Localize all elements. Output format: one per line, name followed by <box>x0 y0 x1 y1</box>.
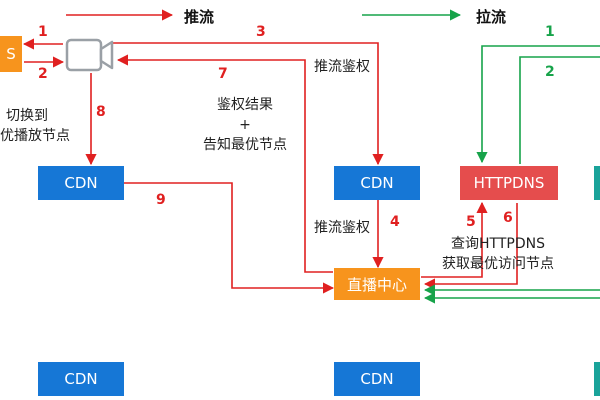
label-switch-line2: 优播放节点 <box>0 128 70 144</box>
step-number-3: 3 <box>256 24 266 40</box>
label-auth-result-line2: + <box>239 117 251 133</box>
partial-node-right-top <box>594 166 600 200</box>
label-switch-line1: 切换到 <box>6 108 48 124</box>
label-push-auth-top: 推流鉴权 <box>314 59 370 75</box>
step-number-8: 8 <box>96 104 106 120</box>
arrow-step-7 <box>116 54 333 273</box>
legend-pull-label: 拉流 <box>476 8 507 26</box>
step-number-6: 6 <box>503 210 513 226</box>
cdn-node-player: CDN <box>38 166 124 200</box>
httpdns-node: HTTPDNS <box>460 166 558 200</box>
cdn-node-bottom-mid: CDN <box>334 362 420 396</box>
partial-node-right-bottom <box>594 362 600 396</box>
step-number-7: 7 <box>218 66 228 82</box>
arrow-step-3 <box>110 42 384 166</box>
camera-icon <box>65 38 114 72</box>
cdn-node-bottom-left-label: CDN <box>64 370 98 388</box>
arrow-step-9 <box>124 182 335 294</box>
label-query-line1: 查询HTTPDNS <box>451 236 545 252</box>
legend-push-label: 推流 <box>184 8 215 26</box>
step-number-5: 5 <box>466 214 476 230</box>
label-auth-result-line3: 告知最优节点 <box>203 137 287 153</box>
pull-step-number-2: 2 <box>545 64 555 80</box>
dns-node-label: S <box>6 45 16 63</box>
live-center-node: 直播中心 <box>334 268 420 300</box>
label-auth-result-line1: 鉴权结果 <box>217 97 273 113</box>
arrow-step-6 <box>423 203 518 290</box>
cdn-node-bottom-left: CDN <box>38 362 124 396</box>
cdn-node-bottom-mid-label: CDN <box>360 370 394 388</box>
arrow-pull-2 <box>519 56 600 164</box>
label-query-line2: 获取最优访问节点 <box>442 256 554 272</box>
httpdns-node-label: HTTPDNS <box>473 174 545 192</box>
step-number-2: 2 <box>38 66 48 82</box>
arrow-pull-1 <box>476 45 600 164</box>
arrow-step-5 <box>421 201 488 278</box>
dns-node-left: S <box>0 36 22 72</box>
label-push-auth-mid: 推流鉴权 <box>314 220 370 236</box>
cdn-node-player-label: CDN <box>64 174 98 192</box>
cdn-node-push: CDN <box>334 166 420 200</box>
live-center-node-label: 直播中心 <box>346 275 407 294</box>
step-number-1: 1 <box>38 24 48 40</box>
cdn-node-push-label: CDN <box>360 174 394 192</box>
step-number-9: 9 <box>156 192 166 208</box>
pull-step-number-1: 1 <box>545 24 555 40</box>
step-number-4: 4 <box>390 214 400 230</box>
